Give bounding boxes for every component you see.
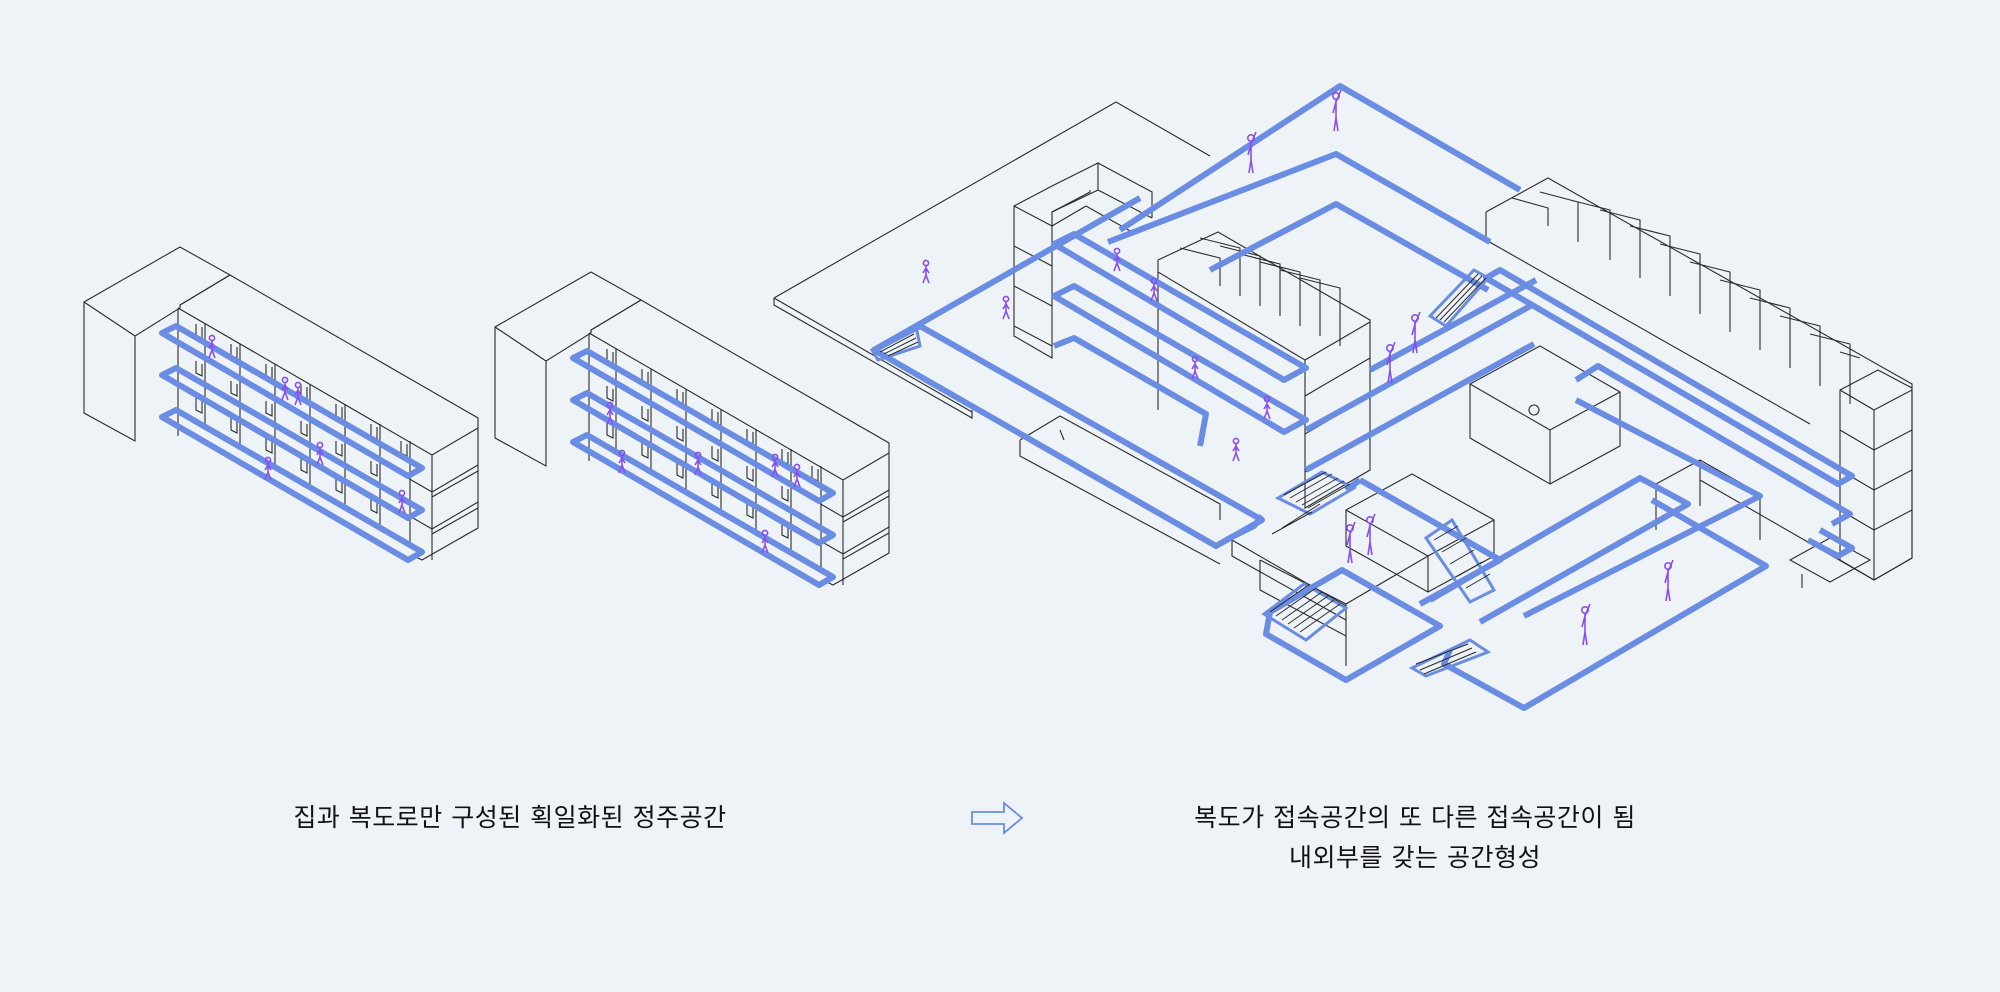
staircase-icon bbox=[1271, 470, 1358, 535]
lower-box-2 bbox=[1259, 555, 1429, 666]
corridors-middle bbox=[570, 348, 836, 588]
stair-core bbox=[1469, 345, 1621, 485]
complex-structure bbox=[773, 101, 1913, 666]
corridors-left bbox=[159, 323, 425, 563]
people-complex bbox=[922, 89, 1674, 646]
corridors-complex bbox=[871, 83, 1855, 711]
left-block bbox=[1013, 162, 1153, 359]
right-block bbox=[1485, 177, 1913, 581]
base-slab bbox=[1231, 539, 1347, 621]
staircase-icon bbox=[1427, 268, 1491, 328]
long-wall bbox=[590, 299, 890, 586]
staircase-icon bbox=[1408, 638, 1492, 678]
caption-right: 복도가 접속공간의 또 다른 접속공간이 됨 내외부를 갖는 공간형성 bbox=[1100, 798, 1730, 878]
caption-left: 집과 복도로만 구성된 획일화된 정주공간 bbox=[293, 803, 727, 832]
staircase-icon bbox=[1423, 517, 1497, 604]
staircases bbox=[869, 268, 1497, 678]
right-tower bbox=[1839, 369, 1913, 581]
caption-right-line2: 내외부를 갖는 공간형성 bbox=[1289, 843, 1541, 872]
staircase-icon bbox=[1261, 582, 1349, 642]
central-block bbox=[1157, 231, 1371, 509]
plaza-slab bbox=[773, 101, 1211, 419]
right-arrow-icon bbox=[971, 801, 1024, 835]
staircase-icon bbox=[869, 323, 922, 362]
long-wall bbox=[179, 274, 479, 561]
caption-right-line1: 복도가 접속공간의 또 다른 접속공간이 됨 bbox=[1194, 803, 1636, 832]
